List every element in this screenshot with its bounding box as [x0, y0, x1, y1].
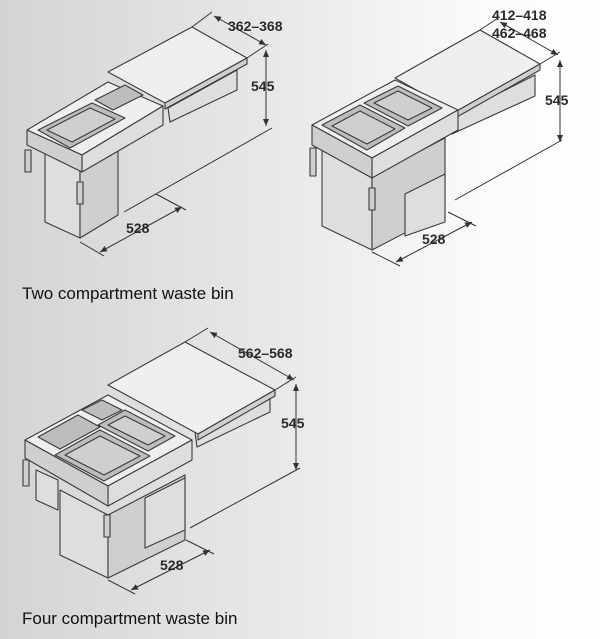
depth-dimension-label: 528	[126, 220, 150, 236]
height-dimension-label: 545	[251, 78, 275, 94]
width-dimension-label-b: 462–468	[492, 25, 547, 41]
height-dimension-label: 545	[281, 415, 305, 431]
caption-two-compartment: Two compartment waste bin	[22, 284, 234, 303]
depth-dimension-label: 528	[422, 231, 446, 247]
two-compartment-bin-large-drawing	[309, 17, 563, 267]
width-dimension-label-a: 412–418	[492, 7, 547, 23]
width-dimension-label: 562–568	[238, 345, 293, 361]
four-compartment-bin-drawing	[22, 327, 301, 595]
caption-four-compartment: Four compartment waste bin	[22, 609, 238, 628]
depth-dimension-label: 528	[160, 557, 184, 573]
width-dimension-label: 362–368	[228, 18, 283, 34]
height-dimension-label: 545	[545, 92, 569, 108]
two-compartment-bin-drawing	[24, 11, 273, 257]
